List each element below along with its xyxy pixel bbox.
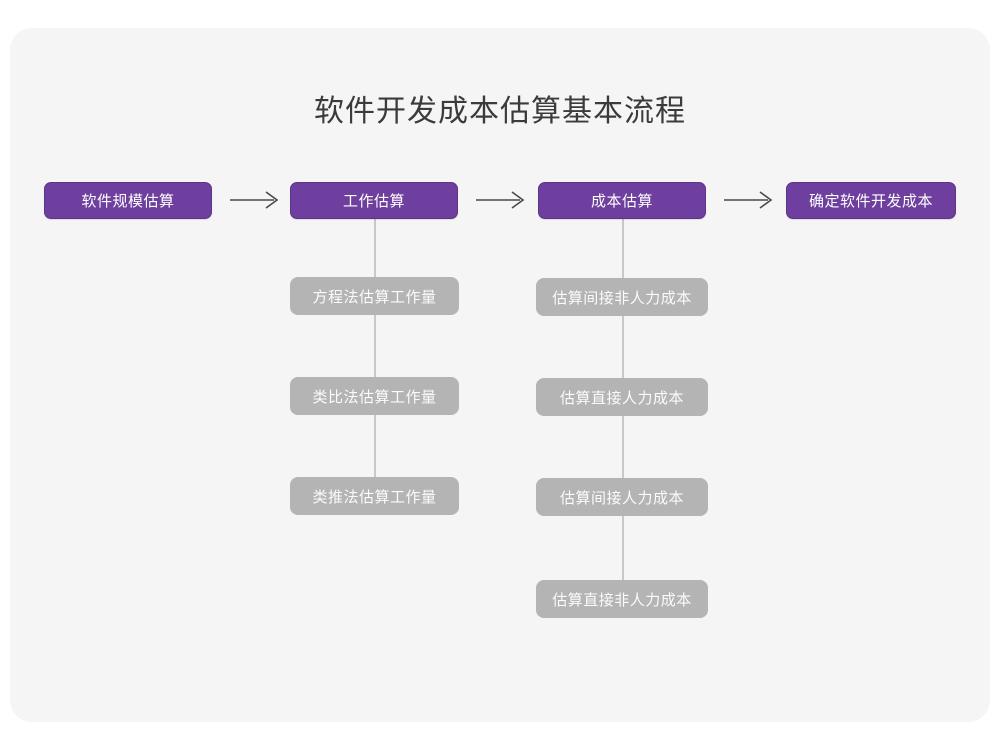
sub-node-work-1[interactable]: 方程法估算工作量 [290,277,459,315]
sub-node-cost-2[interactable]: 估算直接人力成本 [536,378,708,416]
sub-node-work-1-label: 方程法估算工作量 [312,287,437,306]
step-node-3[interactable]: 成本估算 [538,182,706,219]
connector-line-work-column [374,218,376,498]
sub-node-cost-2-label: 估算直接人力成本 [559,388,684,407]
arrow-step2-step3 [476,191,525,209]
arrow-step1-step2 [230,191,279,209]
sub-node-work-2[interactable]: 类比法估算工作量 [290,377,459,415]
sub-node-work-2-label: 类比法估算工作量 [312,387,437,406]
arrow-step3-step4 [724,191,773,209]
sub-node-work-3-label: 类推法估算工作量 [312,487,437,506]
step-node-1-label: 软件规模估算 [81,192,175,210]
sub-node-cost-3[interactable]: 估算间接人力成本 [536,478,708,516]
step-node-4[interactable]: 确定软件开发成本 [786,182,956,219]
step-node-4-label: 确定软件开发成本 [808,192,933,210]
sub-node-cost-1[interactable]: 估算间接非人力成本 [536,278,708,316]
sub-node-cost-4[interactable]: 估算直接非人力成本 [536,580,708,618]
sub-node-work-3[interactable]: 类推法估算工作量 [290,477,459,515]
diagram-card [10,28,990,722]
sub-node-cost-4-label: 估算直接非人力成本 [552,590,692,609]
sub-node-cost-3-label: 估算间接人力成本 [559,488,684,507]
sub-node-cost-1-label: 估算间接非人力成本 [552,288,692,307]
step-node-1[interactable]: 软件规模估算 [44,182,212,219]
step-node-2-label: 工作估算 [342,192,405,210]
step-node-2[interactable]: 工作估算 [290,182,458,219]
step-node-3-label: 成本估算 [590,192,653,210]
page-title: 软件开发成本估算基本流程 [314,94,686,129]
